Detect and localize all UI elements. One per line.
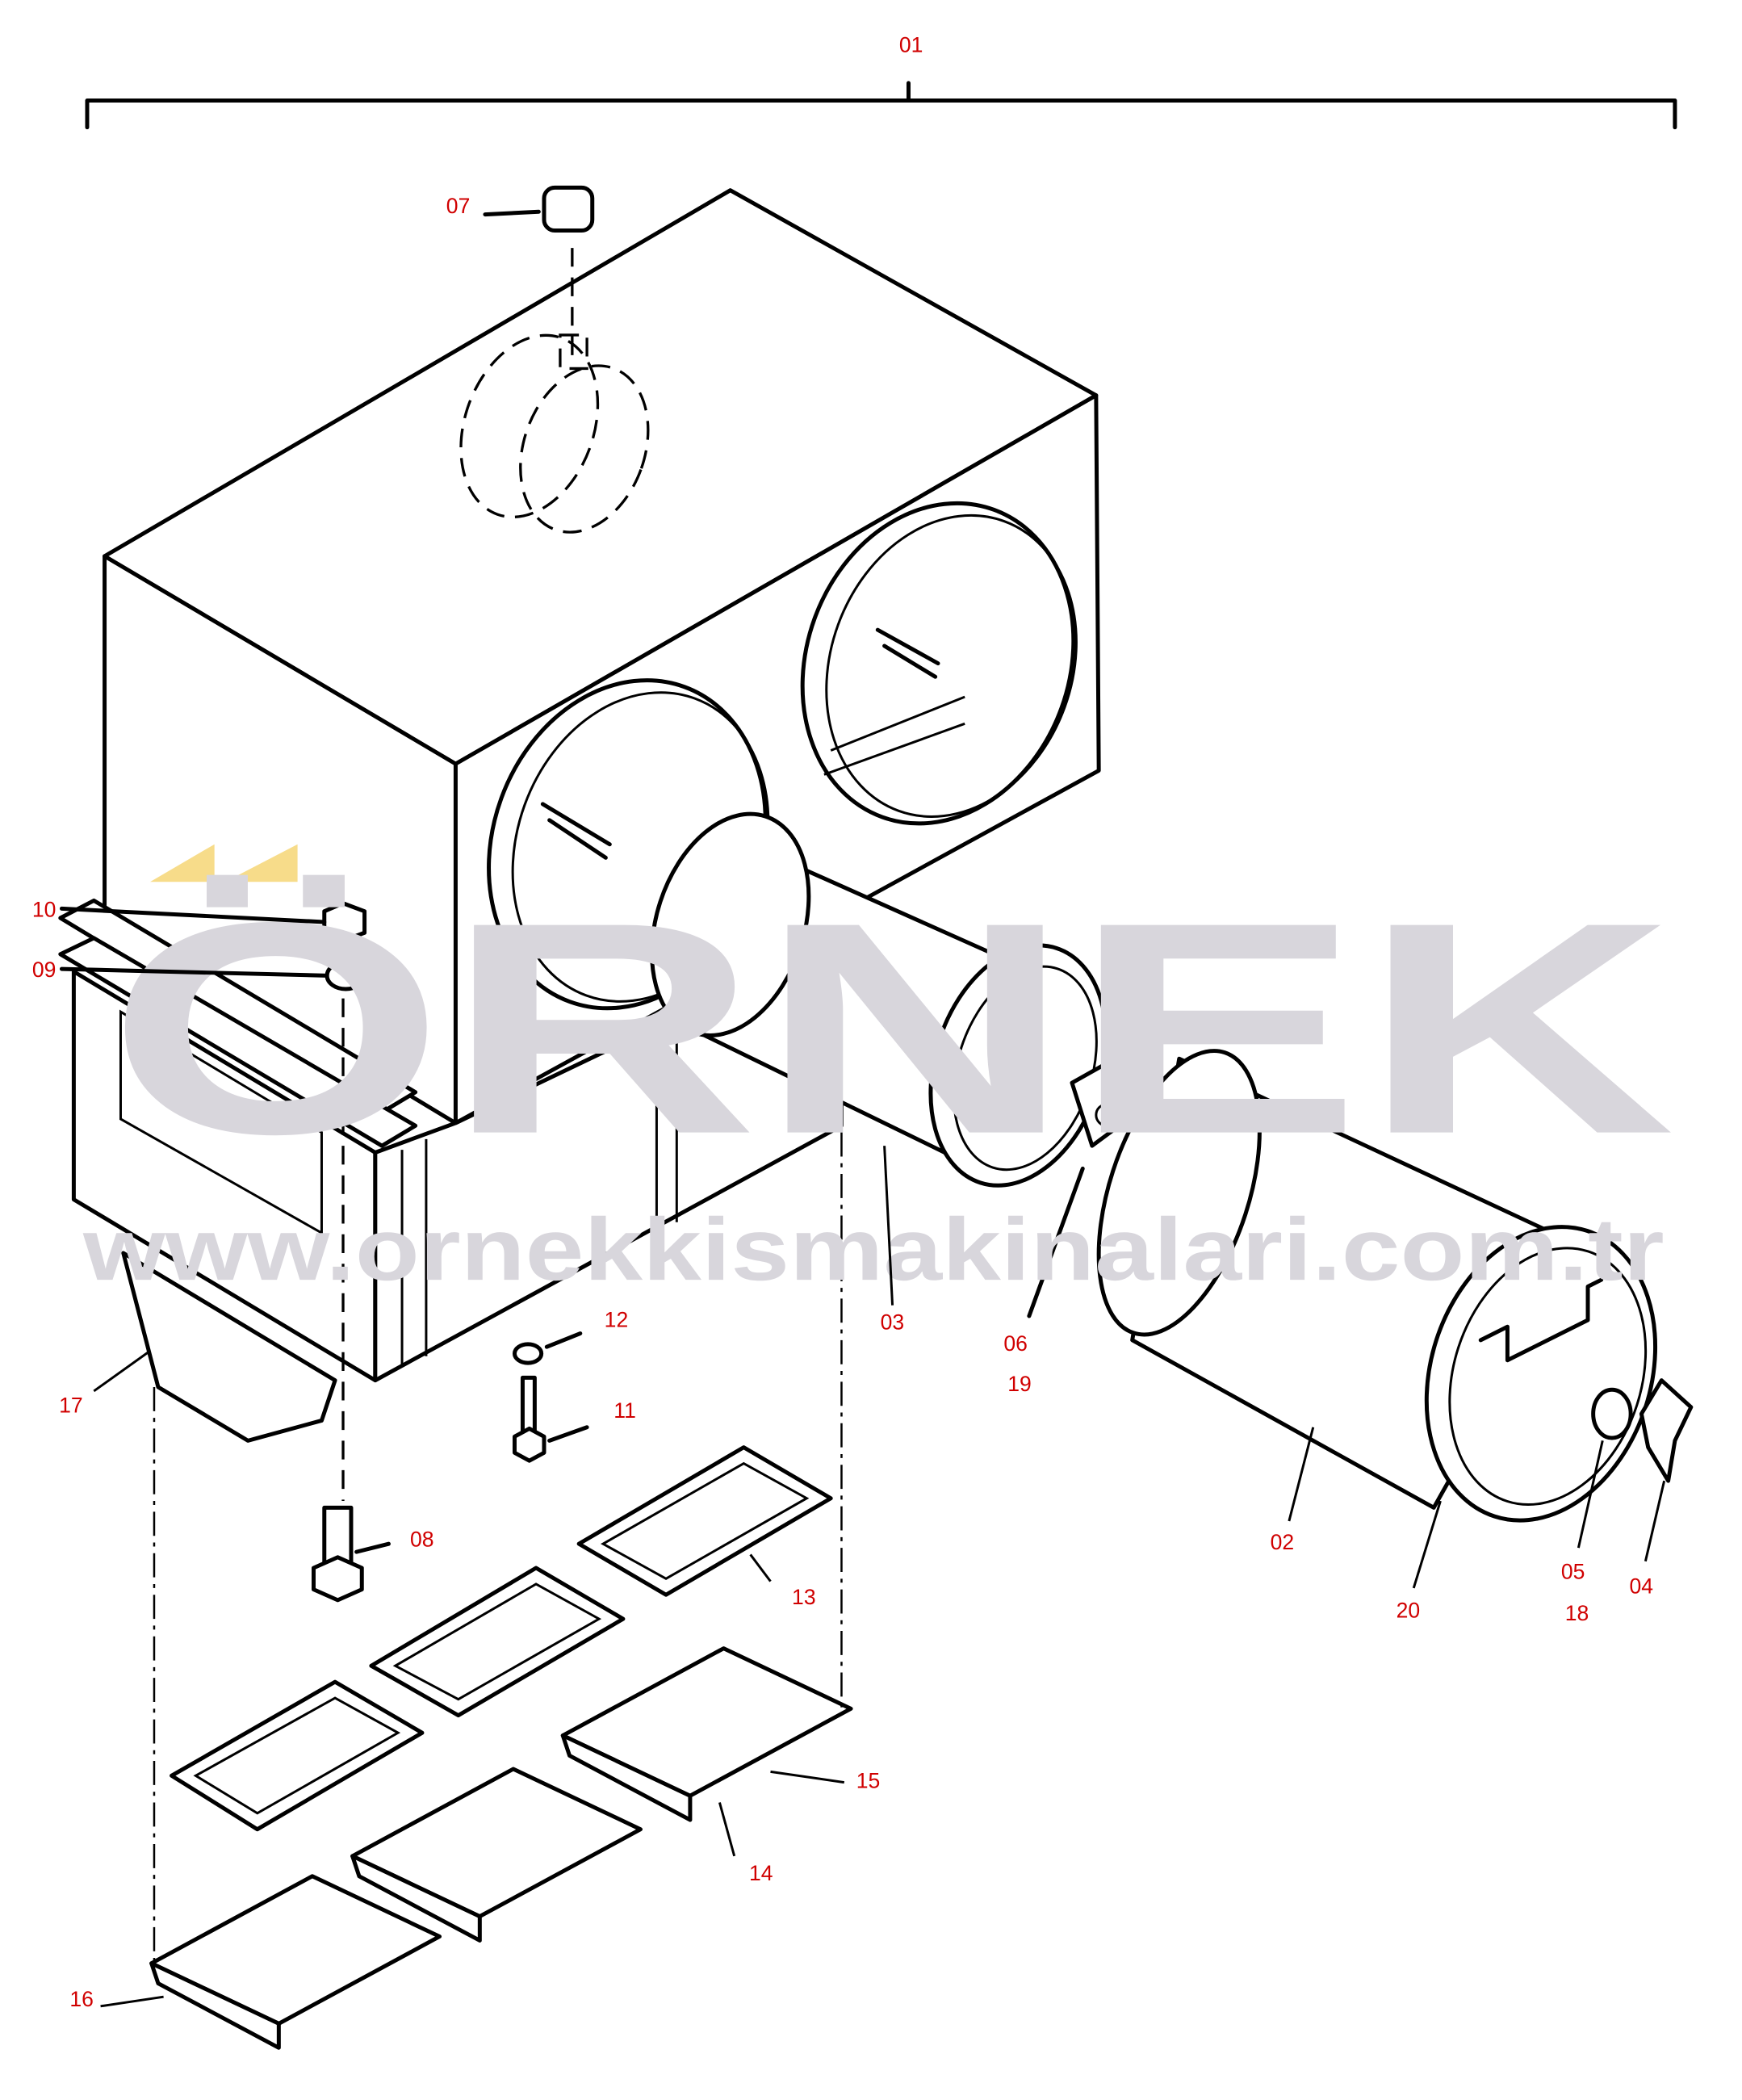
lower-housing xyxy=(58,898,844,1443)
part-labels: 01 07 10 09 03 12 06 19 17 11 08 02 05 0… xyxy=(32,33,1653,2011)
washer-05-wingnut-04 xyxy=(1577,1378,1694,1562)
label-14: 14 xyxy=(749,1861,773,1885)
label-06: 06 xyxy=(1003,1331,1028,1356)
leader-lines xyxy=(59,906,894,1306)
label-01: 01 xyxy=(899,33,923,57)
watermark-url: www.ornekkismakinalari.com.tr xyxy=(82,1201,1665,1299)
label-10: 10 xyxy=(32,897,57,921)
label-19: 19 xyxy=(1007,1372,1032,1396)
label-18: 18 xyxy=(1565,1601,1589,1625)
label-13: 13 xyxy=(792,1585,816,1609)
label-12: 12 xyxy=(605,1307,629,1331)
label-03: 03 xyxy=(881,1310,905,1335)
label-08: 08 xyxy=(410,1527,434,1551)
bolts xyxy=(312,1331,589,1603)
label-20: 20 xyxy=(1397,1598,1421,1622)
watermark-brand: ÖRNEK xyxy=(107,861,1675,1197)
label-04: 04 xyxy=(1629,1574,1653,1599)
gaskets-13 xyxy=(170,1445,833,1832)
wing-nut-06 xyxy=(1027,1056,1131,1318)
label-07: 07 xyxy=(446,194,471,218)
watermark-accent-left xyxy=(149,844,215,882)
label-16: 16 xyxy=(69,1987,94,2011)
nut-10-washer-09 xyxy=(322,901,367,1502)
alignment-lines xyxy=(153,1132,843,1970)
air-cleaner-housing xyxy=(103,188,1101,1125)
watermark: ÖRNEK www.ornekkismakinalari.com.tr xyxy=(82,844,1675,1299)
dust-trays xyxy=(100,1646,853,2050)
inner-filter-03 xyxy=(650,811,1108,1188)
cap-07 xyxy=(483,185,595,233)
label-17: 17 xyxy=(59,1393,83,1417)
label-05: 05 xyxy=(1561,1559,1585,1583)
label-15: 15 xyxy=(856,1768,881,1792)
outer-filter-02 xyxy=(1096,1049,1658,1589)
label-02: 02 xyxy=(1271,1530,1295,1554)
label-11: 11 xyxy=(613,1398,636,1423)
label-09: 09 xyxy=(32,958,57,982)
assembly-bracket xyxy=(85,81,1677,130)
